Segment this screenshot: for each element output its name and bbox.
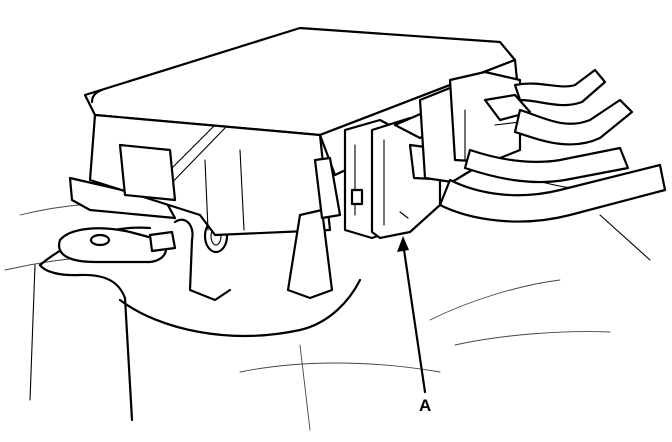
hold-down-tab: [286, 156, 342, 300]
wire-harness: [438, 68, 667, 223]
mounting-bracket: [57, 176, 232, 302]
callout-a-leader: [401, 241, 427, 394]
callout-a-arrowhead: [397, 236, 409, 252]
callout-a: A: [397, 236, 431, 415]
callout-a-label: A: [419, 396, 431, 415]
control-unit-box: [83, 26, 522, 237]
